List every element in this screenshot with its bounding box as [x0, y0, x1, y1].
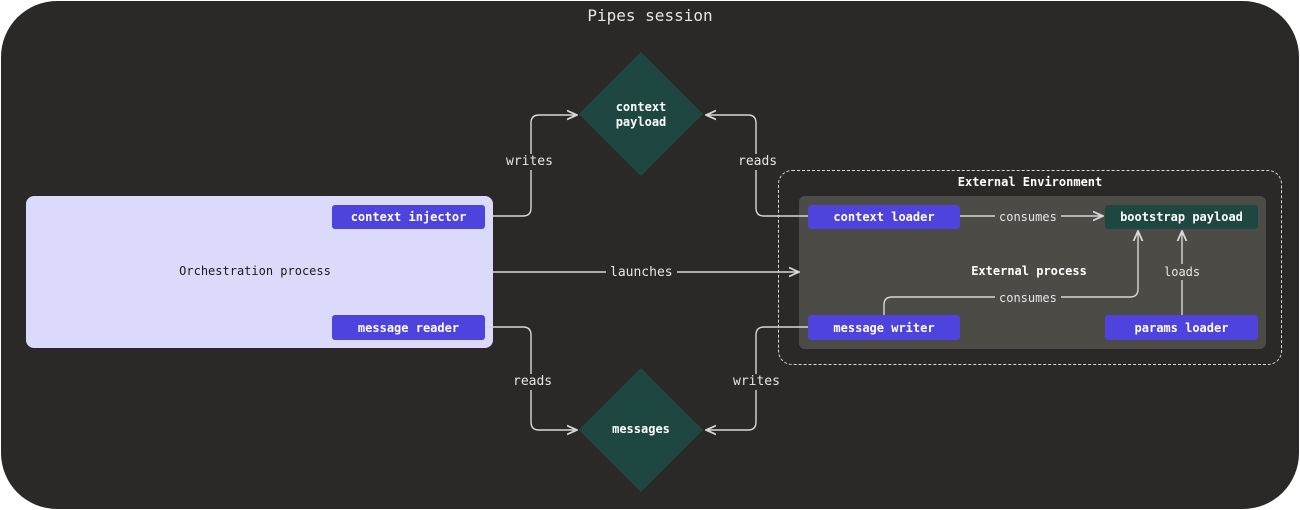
context-injector-node: context injector: [332, 205, 485, 229]
external-process-label: External process: [971, 264, 1087, 278]
bootstrap-payload-node: bootstrap payload: [1105, 205, 1258, 229]
launches-label: launches: [606, 265, 677, 281]
external-environment-label: External Environment: [957, 175, 1103, 189]
messages-diamond: [579, 368, 703, 492]
context-loader-node: context loader: [808, 205, 960, 229]
reads-context-label: reads: [734, 154, 782, 170]
consumes-bottom-label: consumes: [995, 290, 1061, 306]
external-environment-box: [778, 170, 1282, 365]
messages-label: messages: [612, 422, 670, 436]
writes-messages-label: writes: [729, 374, 784, 390]
context-payload-label: context payload: [579, 100, 703, 130]
writes-context-label: writes: [502, 154, 557, 170]
orchestration-process-label: Orchestration process: [179, 264, 331, 278]
context-payload-line2: payload: [615, 115, 667, 129]
context-payload-line1: context: [615, 100, 667, 114]
params-loader-node: params loader: [1105, 315, 1258, 340]
loads-label: loads: [1160, 264, 1205, 280]
message-reader-node: message reader: [332, 315, 485, 340]
context-payload-diamond: [579, 52, 703, 176]
diagram-title: Pipes session: [587, 6, 713, 25]
message-writer-node: message writer: [808, 315, 960, 340]
reads-messages-label: reads: [509, 374, 557, 390]
consumes-top-label: consumes: [995, 209, 1061, 225]
